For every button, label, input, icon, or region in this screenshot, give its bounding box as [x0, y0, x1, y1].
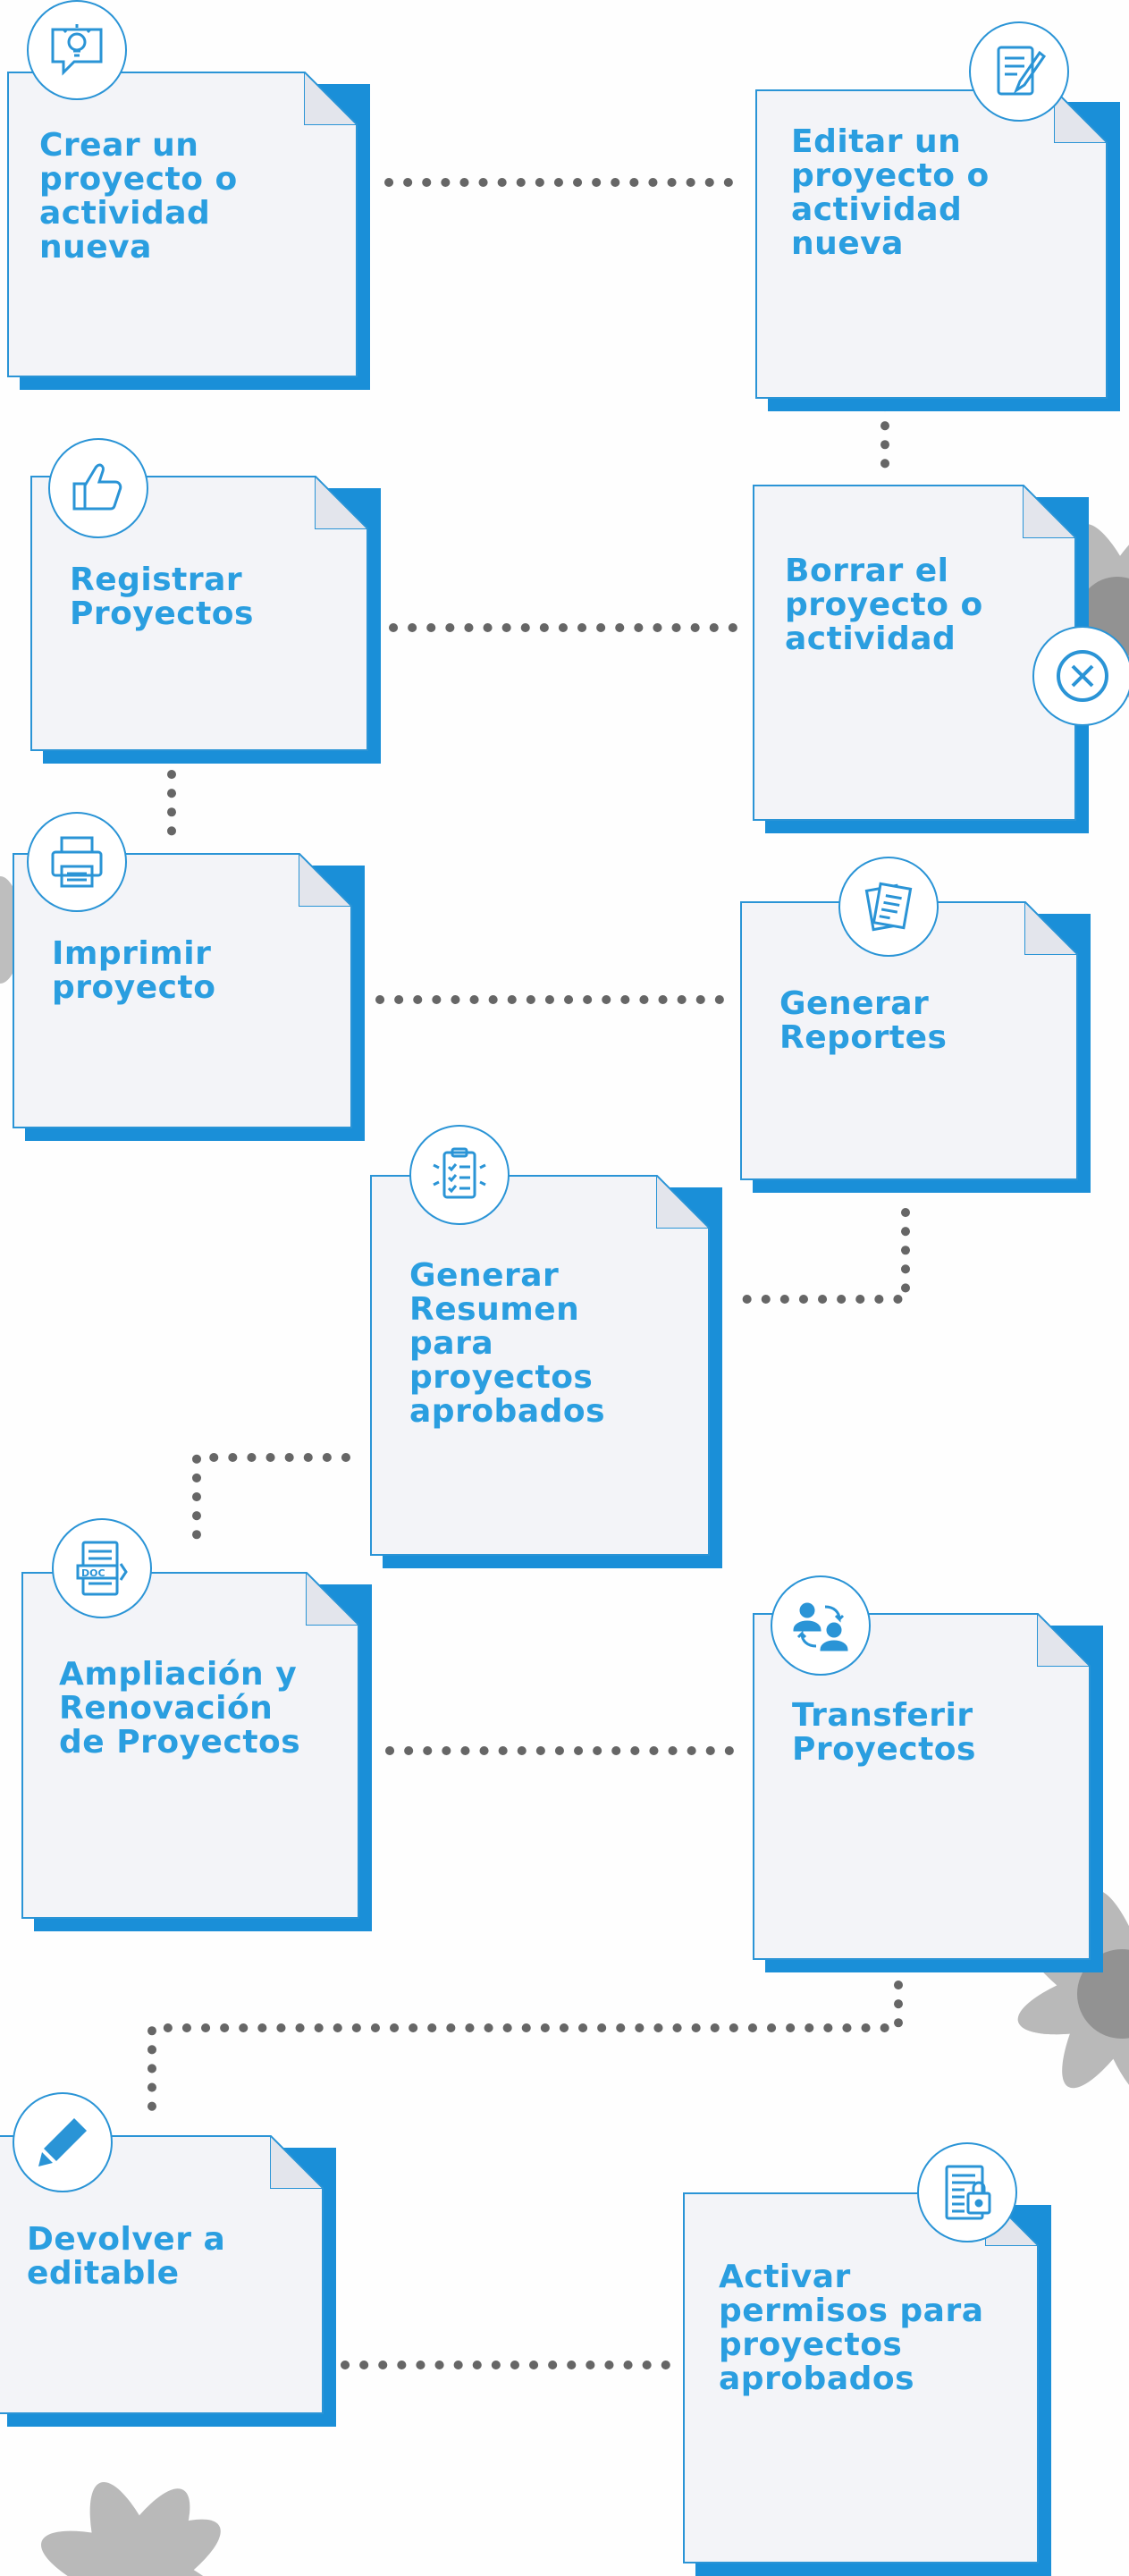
step-label: Borrar el proyecto o actividad: [785, 553, 983, 657]
step-card-summary: Generar Resumen para proyectos aprobados: [370, 1175, 722, 1568]
doc-file-icon: DOC: [76, 1541, 128, 1596]
locked-document-icon: [945, 2165, 991, 2220]
step-label: Imprimir proyecto: [52, 935, 216, 1006]
report-pages-icon: [864, 882, 913, 932]
step-card-renewal: Ampliación y Renovación de Proyectos: [21, 1572, 372, 1931]
step-badge: [969, 21, 1069, 122]
svg-text:DOC: DOC: [81, 1567, 105, 1579]
step-label: Generar Resumen para proyectos aprobados: [409, 1257, 606, 1430]
connector-6-7: [739, 1208, 910, 1304]
step-badge: [27, 0, 127, 100]
step-label: Generar Reportes: [779, 985, 948, 1056]
step-badge[interactable]: [13, 2092, 113, 2192]
document-edit-icon: [997, 46, 1047, 96]
step-card-create: Crear un proyecto o actividad nueva: [7, 72, 370, 390]
step-badge: [838, 857, 939, 957]
printer-icon: [51, 836, 103, 888]
close-circle-icon: [1057, 650, 1108, 702]
step-badge: [27, 812, 127, 912]
thumbs-up-icon: [72, 463, 122, 511]
step-card-register: Registrar Proyectos: [30, 476, 381, 764]
step-label: Crear un proyecto o actividad nueva: [39, 127, 238, 266]
step-label: Editar un proyecto o actividad nueva: [791, 123, 990, 262]
flower-decoration-bottom-left: [40, 2481, 228, 2576]
step-label: Devolver a editable: [27, 2221, 226, 2292]
step-label: Registrar Proyectos: [70, 562, 254, 632]
connector-9-10: [147, 1981, 903, 2125]
step-badge: [409, 1125, 510, 1225]
step-badge: [48, 438, 148, 538]
step-label: Activar permisos para proyectos aprobado…: [719, 2259, 984, 2397]
connector-7-8: [192, 1453, 350, 1550]
step-badge: [771, 1575, 871, 1676]
lightbulb-chat-icon: [51, 24, 103, 76]
step-card-permissions: Activar permisos para proyectos aprobado…: [683, 2192, 1051, 2576]
step-label: Ampliación y Renovación de Proyectos: [59, 1656, 301, 1761]
step-badge: [917, 2142, 1017, 2242]
step-label: Transferir Proyectos: [792, 1697, 976, 1768]
step-badge: DOC: [52, 1518, 152, 1618]
clipboard-checklist-icon: [433, 1147, 486, 1199]
step-badge[interactable]: [1032, 626, 1129, 726]
pencil-icon: [38, 2118, 87, 2166]
step-card-edit: Editar un proyecto o actividad nueva: [755, 89, 1120, 411]
user-transfer-icon: [793, 1602, 848, 1651]
